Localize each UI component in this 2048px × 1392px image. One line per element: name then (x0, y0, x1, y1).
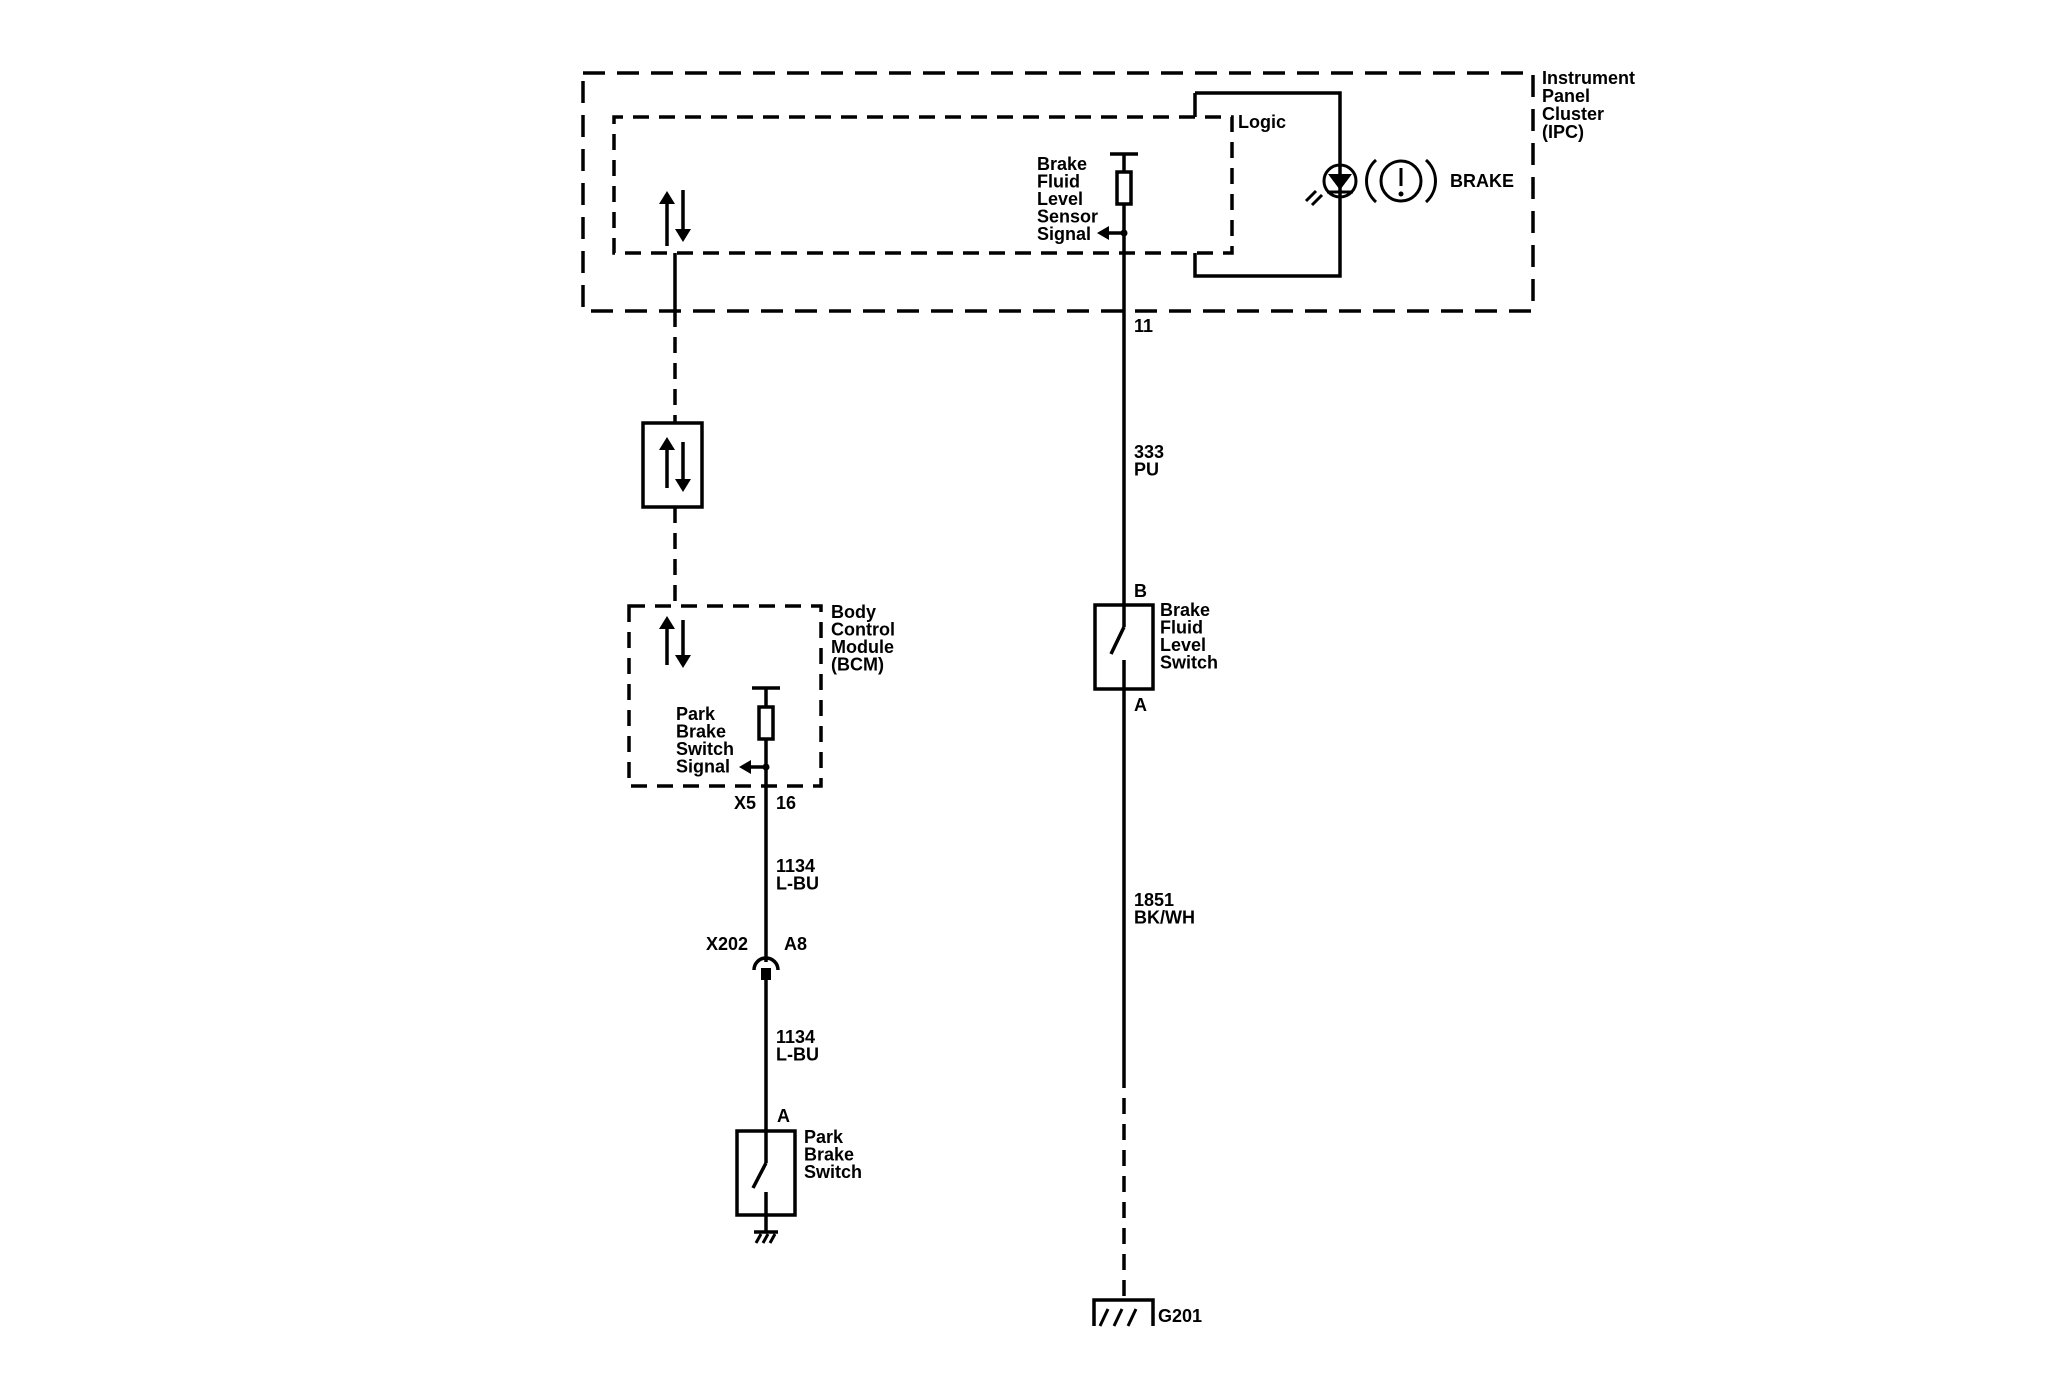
ipc-outer-dashed-box (581, 71, 1535, 313)
park-brake-signal-label: Park Brake Switch Signal (676, 704, 739, 777)
wire-1851-label: 1851 BK/WH (1134, 890, 1195, 928)
park-brake-switch-icon (735, 1129, 797, 1217)
bcm-connector-x5: X5 (734, 793, 756, 813)
brake-lamp-led-icon (1304, 163, 1358, 207)
fluid-level-switch-icon (1093, 603, 1155, 691)
ipc-module: Instrument Panel Cluster (IPC) Logic BRA… (581, 68, 1640, 336)
ipc-pin-11: 11 (1134, 316, 1153, 336)
bcm-label: Body Control Module (BCM) (831, 602, 900, 675)
fluid-switch-pin-b: B (1134, 581, 1147, 601)
brake-warning-icon (1365, 158, 1437, 204)
bcm-module: Body Control Module (BCM) Park Brake Swi… (627, 602, 900, 813)
fluid-level-circuit: 333 PU B Brake Fluid Level Switch A 1851… (1092, 233, 1218, 1327)
serial-data-link (641, 253, 704, 606)
g201-label: G201 (1158, 1306, 1202, 1326)
lamp-bracket (1193, 91, 1342, 278)
wire-1134-upper-label: 1134 L-BU (776, 856, 820, 894)
g201-ground-icon (1092, 1298, 1155, 1327)
x202-connector-icon (752, 956, 780, 980)
x202-pin-a8: A8 (784, 934, 807, 954)
wire-1134-lower-label: 1134 L-BU (776, 1027, 820, 1065)
bcm-dashed-box (627, 604, 823, 788)
ipc-logic-dashed-box (612, 115, 1234, 255)
x202-connector-label: X202 (706, 934, 748, 954)
park-brake-circuit: 1134 L-BU X202 A8 1134 L-BU A Park Brake… (706, 767, 862, 1244)
wire-333-label: 333 PU (1134, 442, 1169, 480)
park-switch-ground-icon (754, 1215, 778, 1244)
ipc-serial-data-arrows-icon (659, 190, 691, 246)
ipc-logic-label: Logic (1238, 112, 1286, 132)
fluid-sensor-pullup-icon (1097, 152, 1138, 240)
fluid-switch-pin-a: A (1134, 695, 1147, 715)
fluid-sensor-signal-label: Brake Fluid Level Sensor Signal (1037, 154, 1103, 244)
bcm-pin-16: 16 (776, 793, 796, 813)
bcm-serial-data-arrows-icon (659, 616, 691, 668)
park-switch-pin-a: A (777, 1106, 790, 1126)
park-switch-label: Park Brake Switch (804, 1127, 862, 1182)
ipc-label: Instrument Panel Cluster (IPC) (1542, 68, 1640, 142)
serial-data-box-icon (641, 421, 704, 509)
brake-lamp-label: BRAKE (1450, 171, 1514, 191)
fluid-switch-label: Brake Fluid Level Switch (1160, 600, 1218, 673)
park-brake-pullup-icon (739, 686, 780, 774)
